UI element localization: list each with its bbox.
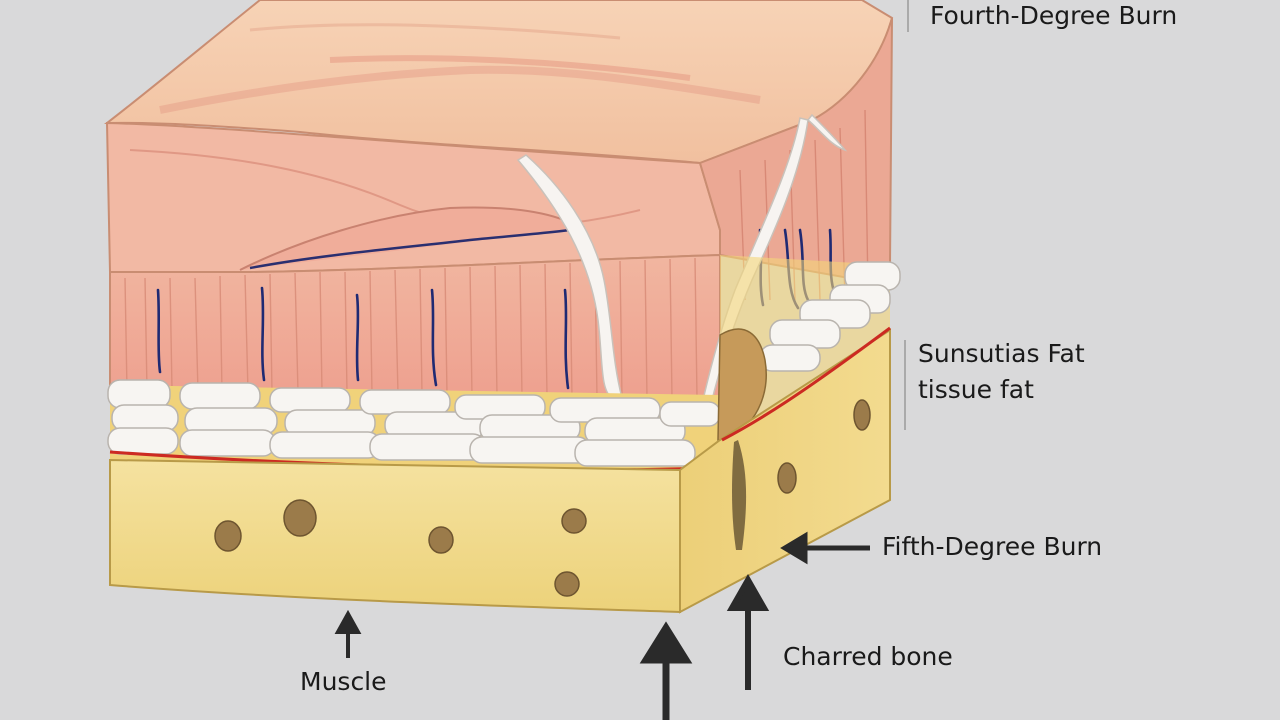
label-muscle: Muscle — [300, 667, 387, 696]
subcutaneous-fat-side — [717, 255, 901, 441]
skin-top-surface — [103, 0, 894, 165]
label-fourth-degree-burn: Fourth-Degree Burn — [930, 1, 1178, 30]
arrow-fifth-degree — [780, 531, 870, 565]
arrow-muscle — [334, 609, 362, 658]
muscle-front-layer — [109, 228, 837, 402]
arrow-bone-base — [639, 621, 693, 720]
label-subcutaneous-fat: Sunsutias Fat tissue fat — [918, 336, 1085, 408]
subcutaneous-fat-layer — [107, 379, 721, 472]
label-fifth-degree-burn: Fifth-Degree Burn — [882, 532, 1103, 561]
label-subcutaneous-fat-line1: Sunsutias Fat — [918, 339, 1085, 368]
bone-side-face — [679, 326, 891, 614]
label-subcutaneous-fat-line2: tissue fat — [918, 375, 1034, 404]
dermis-front-layer — [105, 121, 721, 273]
arrow-charred-bone — [726, 573, 770, 690]
bone-front-face — [109, 458, 713, 614]
label-charred-bone: Charred bone — [783, 642, 953, 671]
